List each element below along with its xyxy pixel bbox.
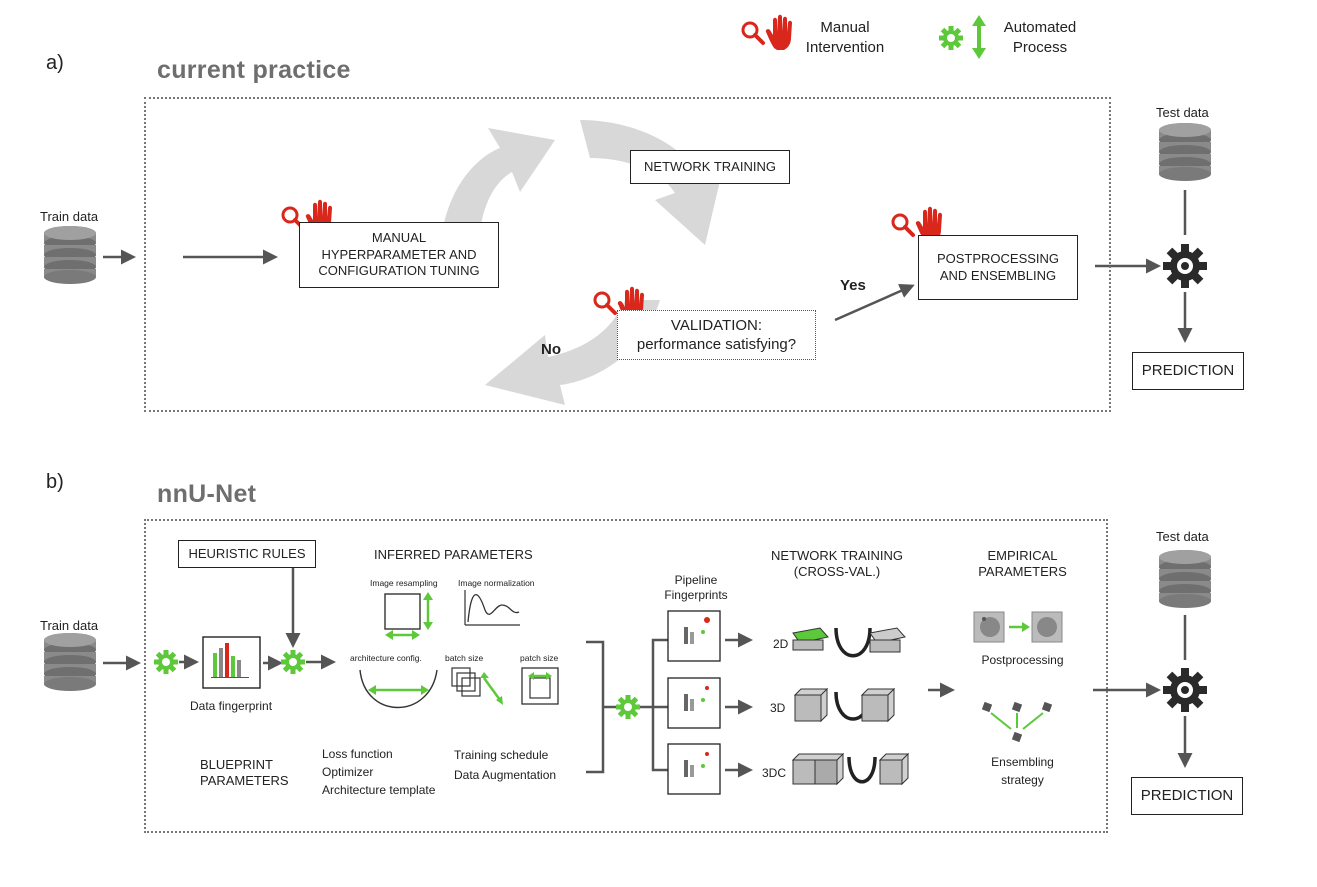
prediction-label-a: PREDICTION <box>1141 362 1235 380</box>
batch-size-icon <box>451 667 502 701</box>
legend-manual-text: Manual Intervention <box>795 18 895 58</box>
unet-3d-icon <box>793 687 896 723</box>
yes-label: Yes <box>840 277 866 294</box>
legend-auto-line1: Automated <box>1003 19 1077 36</box>
image-normalization-label: Image normalization <box>458 578 535 588</box>
legend-auto-text: Automated Process <box>990 18 1090 58</box>
blueprint-title: BLUEPRINT PARAMETERS <box>200 757 289 789</box>
network-training-cv-title: NETWORK TRAINING (CROSS-VAL.) <box>757 548 917 580</box>
legend-magnifier-icon <box>741 21 765 45</box>
manual-tuning-box: MANUAL HYPERPARAMETER AND CONFIGURATION … <box>299 222 499 288</box>
panel-a-frame <box>144 97 1111 412</box>
post-line2: AND ENSEMBLING <box>939 267 1057 283</box>
config-3dc-label: 3DC <box>762 766 787 780</box>
unet-3dc-icon <box>791 752 910 786</box>
manual-tuning-line2: HYPERPARAMETER AND <box>321 246 477 262</box>
postprocessing-box: POSTPROCESSING AND ENSEMBLING <box>918 235 1078 300</box>
resampling-icon <box>384 592 433 640</box>
train-data-db-icon-b <box>44 633 96 691</box>
legend-hand-icon <box>765 14 792 50</box>
batch-size-label: batch size <box>445 653 484 663</box>
inference-gear-icon-a <box>1163 244 1207 288</box>
loss-function-label: Loss function <box>322 747 393 761</box>
inferred-parameters-title: INFERRED PARAMETERS <box>374 547 533 562</box>
test-data-db-icon-b <box>1159 550 1211 608</box>
patch-size-label: patch size <box>520 653 559 663</box>
panel-b-label: b) <box>46 471 64 493</box>
training-schedule-label: Training schedule <box>454 748 549 762</box>
manual-tuning-line3: CONFIGURATION TUNING <box>318 263 480 279</box>
panel-b-title: nnU-Net <box>157 480 257 508</box>
legend-gear-icon <box>939 26 963 50</box>
ensembling-label: Ensembling strategy <box>960 753 1085 789</box>
prediction-box-a: PREDICTION <box>1132 352 1244 390</box>
pipeline-line1: Pipeline <box>674 573 718 587</box>
train-data-label-b: Train data <box>40 618 99 633</box>
legend-manual-line2: Intervention <box>805 39 885 56</box>
network-training-cv-line1: NETWORK TRAINING <box>771 548 903 563</box>
ensembling-line1: Ensembling <box>991 755 1054 769</box>
panel-a-label: a) <box>46 52 64 74</box>
legend-auto-line2: Process <box>1012 39 1068 56</box>
pipeline-fingerprints-label: Pipeline Fingerprints <box>656 573 736 603</box>
empirical-title: EMPIRICAL PARAMETERS <box>960 548 1085 580</box>
network-training-cv-line2: (CROSS-VAL.) <box>793 564 881 579</box>
panel-b-frame <box>144 519 1108 833</box>
image-resampling-label: Image resampling <box>370 578 438 588</box>
train-data-label-a: Train data <box>40 209 99 224</box>
config-2d-label: 2D <box>773 637 789 651</box>
optimizer-label: Optimizer <box>322 765 374 779</box>
blueprint-list-2: Training schedule Data Augmentation <box>454 745 556 785</box>
blueprint-list-1: Loss function Optimizer Architecture tem… <box>322 745 435 799</box>
validation-line2: performance satisfying? <box>636 336 797 353</box>
network-training-box: NETWORK TRAINING <box>630 150 790 184</box>
test-data-label-a: Test data <box>1156 105 1209 120</box>
validation-line1: VALIDATION: <box>670 316 763 334</box>
train-data-db-icon-a <box>44 226 96 284</box>
blueprint-line1: BLUEPRINT <box>200 757 273 772</box>
config-3d-label: 3D <box>770 701 786 715</box>
architecture-template-label: Architecture template <box>322 783 436 797</box>
empirical-line1: EMPIRICAL <box>987 548 1058 563</box>
test-data-label-b: Test data <box>1156 529 1209 544</box>
prediction-label-b: PREDICTION <box>1140 787 1234 805</box>
data-augmentation-label: Data Augmentation <box>454 768 557 782</box>
blueprint-line2: PARAMETERS <box>200 773 289 788</box>
heuristic-rules-box: HEURISTIC RULES <box>178 540 316 568</box>
post-line1: POSTPROCESSING <box>936 250 1060 266</box>
test-data-db-icon-a <box>1159 123 1211 181</box>
data-fingerprint-label: Data fingerprint <box>190 699 273 713</box>
legend-manual-line1: Manual <box>820 19 870 36</box>
postprocessing-label: Postprocessing <box>981 653 1064 667</box>
legend-updown-arrow-icon <box>972 15 986 59</box>
architecture-config-label: architecture config. <box>350 653 422 663</box>
validation-box: VALIDATION: performance satisfying? <box>617 310 816 360</box>
patch-size-icon <box>521 667 559 705</box>
ensembling-line2: strategy <box>1001 773 1044 787</box>
ensembling-icon <box>981 701 1053 743</box>
empirical-line2: PARAMETERS <box>978 564 1067 579</box>
heuristic-rules-label: HEURISTIC RULES <box>188 545 306 561</box>
normalization-icon <box>464 590 520 626</box>
no-label: No <box>541 341 561 358</box>
postprocessing-icon <box>973 611 1063 643</box>
unet-2d-icon <box>792 627 906 658</box>
fingerprint-bars <box>211 643 249 678</box>
prediction-box-b: PREDICTION <box>1131 777 1243 815</box>
pipeline-fingerprint-boxes <box>667 610 721 795</box>
network-training-label: NETWORK TRAINING <box>644 158 776 174</box>
manual-tuning-line1: MANUAL <box>371 229 427 245</box>
architecture-icon <box>359 669 438 708</box>
panel-a-title: current practice <box>157 56 351 84</box>
inference-gear-icon-b <box>1163 668 1207 712</box>
pipeline-line2: Fingerprints <box>664 588 728 602</box>
